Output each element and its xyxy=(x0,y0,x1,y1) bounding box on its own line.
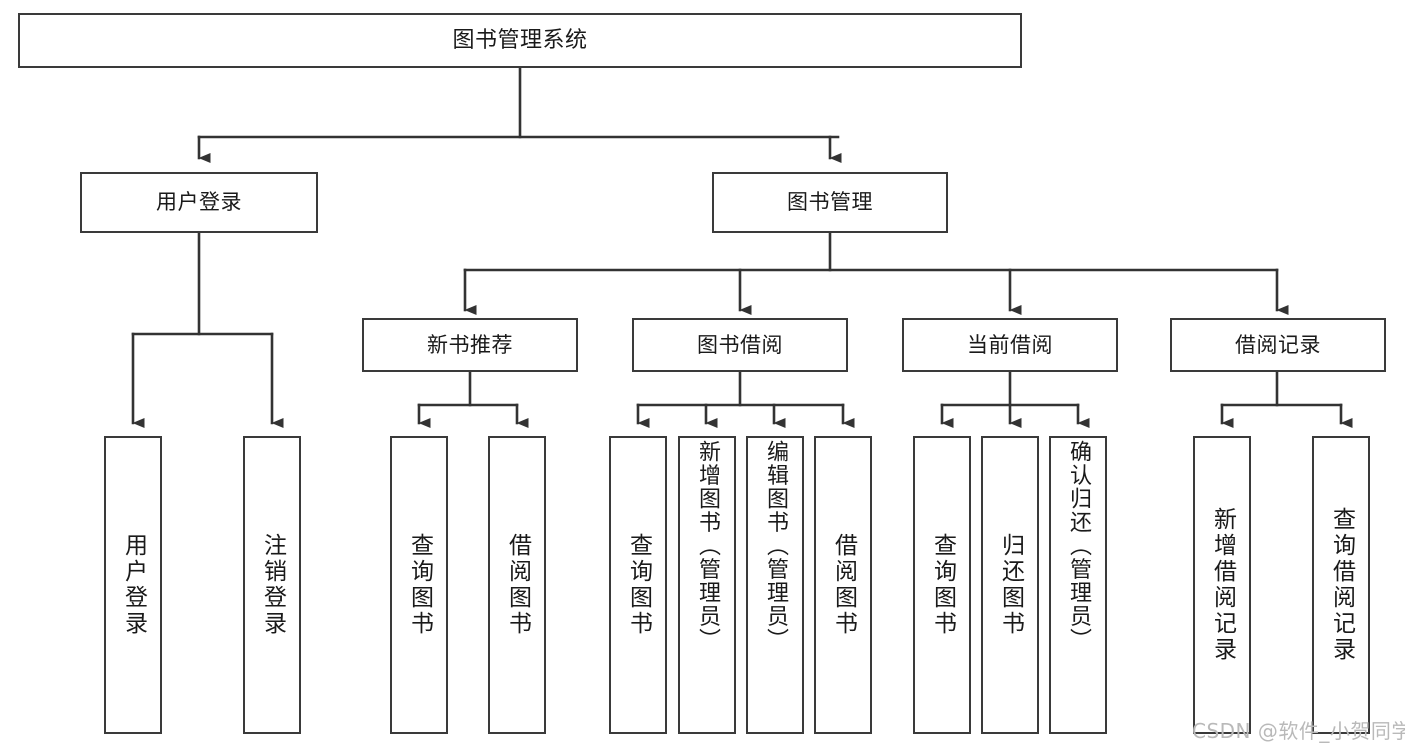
leaf-record-query[interactable]: 查询借阅记录 xyxy=(1312,436,1370,734)
node-book-manage-label: 图书管理 xyxy=(787,190,873,215)
leaf-user-login-logout[interactable]: 注销登录 xyxy=(243,436,301,734)
leaf-label: 查询图书 xyxy=(929,533,956,637)
leaf-label: 确认归还（管理员） xyxy=(1066,440,1091,652)
leaf-current-confirm-return[interactable]: 确认归还（管理员） xyxy=(1049,436,1107,734)
leaf-current-query-book[interactable]: 查询图书 xyxy=(913,436,971,734)
leaf-current-return-book[interactable]: 归还图书 xyxy=(981,436,1039,734)
leaf-label: 编辑图书（管理员） xyxy=(763,440,788,652)
node-root[interactable]: 图书管理系统 xyxy=(18,13,1022,68)
leaf-user-login-login[interactable]: 用户登录 xyxy=(104,436,162,734)
node-user-login-label: 用户登录 xyxy=(156,190,242,215)
leaf-label: 借阅图书 xyxy=(504,533,531,637)
leaf-label: 查询图书 xyxy=(625,533,652,637)
leaf-borrow-borrow-book[interactable]: 借阅图书 xyxy=(814,436,872,734)
node-book-manage[interactable]: 图书管理 xyxy=(712,172,948,233)
leaf-borrow-edit-book[interactable]: 编辑图书（管理员） xyxy=(746,436,804,734)
node-new-book-rec-label: 新书推荐 xyxy=(427,332,513,357)
leaf-label: 新增借阅记录 xyxy=(1209,507,1236,663)
leaf-label: 新增图书（管理员） xyxy=(695,440,720,652)
watermark: CSDN @软件_小贺同学 xyxy=(1192,719,1405,743)
leaf-record-add[interactable]: 新增借阅记录 xyxy=(1193,436,1251,734)
node-borrow-record[interactable]: 借阅记录 xyxy=(1170,318,1386,372)
node-book-borrow-label: 图书借阅 xyxy=(697,332,783,357)
node-current-borrow[interactable]: 当前借阅 xyxy=(902,318,1118,372)
leaf-borrow-add-book[interactable]: 新增图书（管理员） xyxy=(678,436,736,734)
leaf-label: 注销登录 xyxy=(259,533,286,637)
leaf-label: 借阅图书 xyxy=(830,533,857,637)
leaf-borrow-query-book[interactable]: 查询图书 xyxy=(609,436,667,734)
leaf-label: 归还图书 xyxy=(997,533,1024,637)
leaf-label: 查询借阅记录 xyxy=(1328,507,1355,663)
node-borrow-record-label: 借阅记录 xyxy=(1235,332,1321,357)
leaf-label: 查询图书 xyxy=(406,533,433,637)
node-current-borrow-label: 当前借阅 xyxy=(967,332,1053,357)
node-new-book-rec[interactable]: 新书推荐 xyxy=(362,318,578,372)
node-root-label: 图书管理系统 xyxy=(452,27,588,53)
leaf-new-book-borrow[interactable]: 借阅图书 xyxy=(488,436,546,734)
node-book-borrow[interactable]: 图书借阅 xyxy=(632,318,848,372)
leaf-new-book-query[interactable]: 查询图书 xyxy=(390,436,448,734)
leaf-label: 用户登录 xyxy=(120,533,147,637)
node-user-login[interactable]: 用户登录 xyxy=(80,172,318,233)
